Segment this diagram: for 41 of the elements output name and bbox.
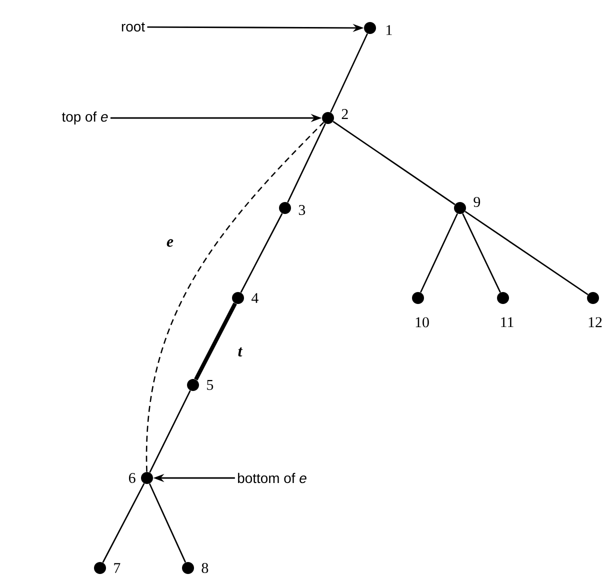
vertex-label: 3 xyxy=(298,204,306,215)
vertex-label: 8 xyxy=(202,562,208,574)
tree-edge xyxy=(240,213,283,293)
tree-edge xyxy=(462,213,501,293)
vertex-dot xyxy=(141,472,153,484)
tree-edge xyxy=(194,302,237,380)
vertex-dot xyxy=(279,202,291,214)
vertex-label: 1 xyxy=(386,25,392,35)
vertex-label: 11 xyxy=(501,317,514,328)
vertex-label: 7 xyxy=(114,563,120,573)
vertex-dot xyxy=(454,202,466,214)
tree-edge xyxy=(332,120,456,206)
vertex-dot xyxy=(497,292,509,304)
tree-edge xyxy=(420,213,458,293)
edge-label: e xyxy=(166,239,174,247)
tree-edge xyxy=(148,483,186,563)
tree-edge xyxy=(149,390,191,473)
tree-edge xyxy=(464,210,588,296)
vertex-label: 6 xyxy=(128,472,136,483)
vertex-label: 9 xyxy=(474,196,480,207)
vertex-label: 12 xyxy=(588,317,602,328)
annotation-text: top of e xyxy=(62,112,108,124)
vertex-dot xyxy=(587,292,599,304)
dashed-curve xyxy=(146,122,324,472)
tree-edge xyxy=(102,483,145,563)
tree-edge xyxy=(287,123,326,203)
annotation-text: bottom of e xyxy=(238,472,306,484)
annotation-text: root xyxy=(122,22,145,32)
vertex-dot xyxy=(322,112,334,124)
vertex-dot xyxy=(182,562,194,574)
vertex-label: 2 xyxy=(342,109,348,119)
tree-edge xyxy=(330,33,368,113)
vertex-label: 10 xyxy=(416,317,429,328)
vertex-dot xyxy=(187,379,199,391)
vertex-dot xyxy=(94,562,106,574)
vertex-dot xyxy=(412,292,424,304)
vertex-label: 4 xyxy=(252,293,258,303)
vertex-dot xyxy=(232,292,244,304)
edge-label: t xyxy=(238,347,243,357)
vertex-label: 5 xyxy=(207,380,214,390)
vertex-dot xyxy=(364,22,376,34)
